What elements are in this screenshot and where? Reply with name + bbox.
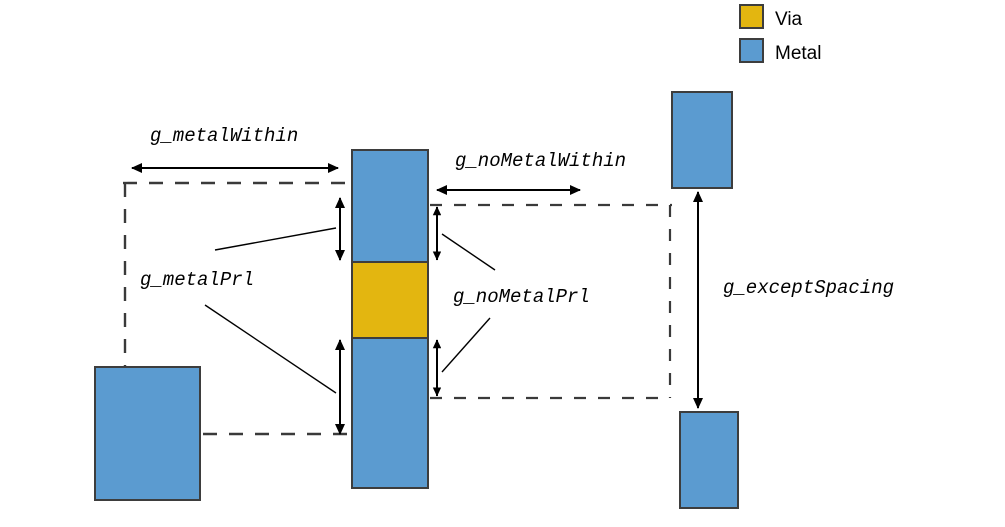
metal-swatch (739, 38, 764, 63)
leader-g-no-metal-prl-lower (441, 317, 491, 373)
metal-stack-bottom (351, 337, 429, 489)
leader-g-metal-prl-upper (214, 227, 337, 251)
legend-label-via: Via (775, 9, 803, 30)
via-swatch (739, 4, 764, 29)
label-g-except-spacing: g_exceptSpacing (723, 277, 894, 299)
dimension-arrows (131, 163, 703, 435)
leader-g-metal-prl-lower (204, 304, 337, 394)
dimension-labels: g_metalWithin g_noMetalWithin g_metalPrl… (140, 125, 894, 308)
leader-g-no-metal-prl-upper (441, 233, 496, 271)
metal-right-bottom (679, 411, 739, 509)
via-stack-middle (351, 261, 429, 339)
legend: Via Metal (739, 4, 821, 64)
metal-shapes (94, 91, 739, 509)
metal-stack-top (351, 149, 429, 263)
metal-left (94, 366, 201, 501)
label-g-metal-within: g_metalWithin (150, 125, 298, 147)
metal-right-top (671, 91, 733, 189)
legend-label-metal: Metal (775, 43, 821, 64)
label-g-no-metal-prl: g_noMetalPrl (453, 286, 590, 308)
label-g-no-metal-within: g_noMetalWithin (455, 150, 626, 172)
leader-lines (204, 227, 496, 394)
label-g-metal-prl: g_metalPrl (140, 269, 254, 291)
dashed-guides-right (430, 203, 672, 400)
